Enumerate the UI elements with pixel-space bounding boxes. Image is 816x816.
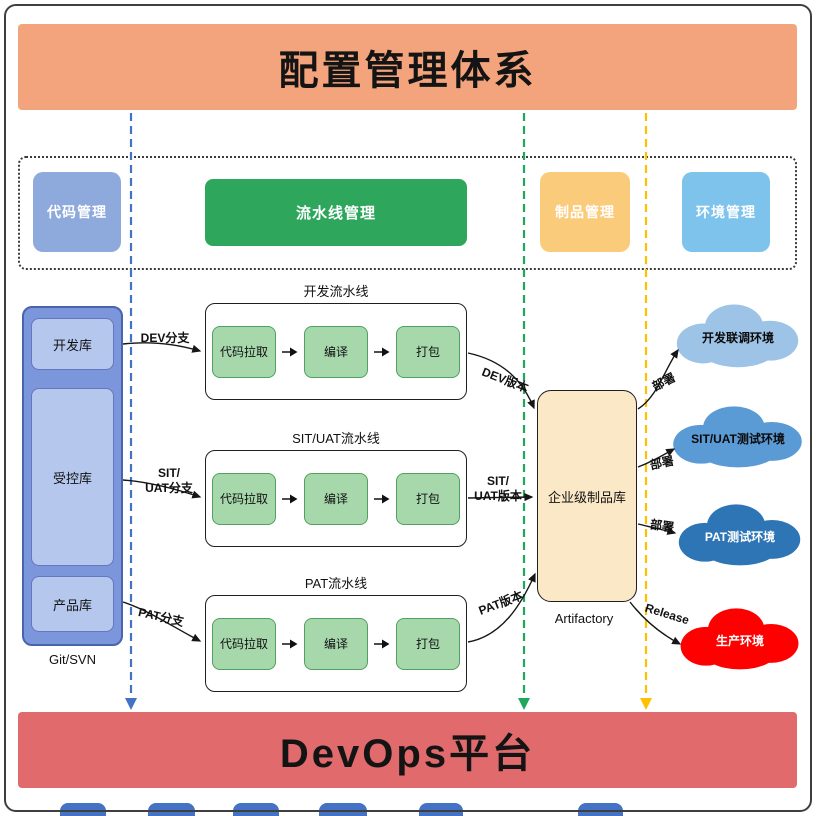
- top-banner: 配置管理体系: [18, 24, 797, 110]
- category-chip-artifact: 制品管理: [540, 172, 630, 252]
- pipeline-dev-step-package: 打包: [396, 325, 460, 378]
- cutoff-shape: [578, 803, 623, 816]
- step-label: 编译: [323, 492, 348, 506]
- artifact-repository: 企业级制品库: [537, 390, 637, 602]
- label-situat-version: SIT/ UAT版本: [474, 474, 522, 503]
- pipeline-situat-step-build: 编译: [304, 472, 368, 525]
- step-label: 代码拉取: [219, 345, 268, 359]
- label-dev-version: DEV版本: [479, 364, 531, 396]
- category-chip-pipeline: 流水线管理: [205, 179, 467, 246]
- label-dev-branch: DEV分支: [140, 331, 190, 345]
- cutoff-shape: [319, 803, 367, 816]
- label-situat-branch: SIT/ UAT分支: [145, 466, 193, 495]
- step-label: 打包: [415, 345, 440, 359]
- step-label: 打包: [415, 492, 440, 506]
- env-cloud-situat-label: SIT/UAT测试环境: [691, 431, 785, 446]
- env-cloud-pat-label: PAT测试环境: [704, 529, 776, 544]
- cloud-icon: [676, 304, 799, 368]
- cloud-icon: [680, 608, 799, 670]
- top-banner-title: 配置管理体系: [278, 49, 537, 93]
- cloud-icon: [678, 504, 801, 566]
- pipeline-situat-step-checkout: 代码拉取: [212, 472, 276, 525]
- lane-code-management-arrowhead: [125, 698, 137, 710]
- pipeline-dev: 代码拉取 编译 打包: [205, 303, 467, 400]
- pipeline-pat-step-package: 打包: [396, 617, 460, 670]
- env-cloud-production: 生产环境: [674, 600, 806, 674]
- pipeline-pat-step-checkout: 代码拉取: [212, 617, 276, 670]
- step-arrow-icon: [282, 494, 298, 503]
- cutoff-shape: [233, 803, 279, 816]
- repo-controlled: 受控库: [31, 388, 114, 566]
- env-cloud-dev: 开发联调环境: [670, 296, 806, 372]
- pipeline-dev-step-build: 编译: [304, 325, 368, 378]
- artifact-repository-label: 企业级制品库: [547, 489, 626, 505]
- env-cloud-dev-label: 开发联调环境: [701, 330, 774, 345]
- pipeline-dev-title: 开发流水线: [303, 284, 369, 299]
- category-chip-code: 代码管理: [33, 172, 121, 252]
- category-chip-environment-label: 环境管理: [696, 204, 756, 220]
- repo-dev: 开发库: [31, 318, 114, 370]
- repo-dev-label: 开发库: [52, 337, 92, 353]
- env-cloud-production-label: 生产环境: [715, 633, 764, 648]
- repo-product-label: 产品库: [52, 597, 92, 613]
- step-arrow-icon: [282, 639, 298, 648]
- pipeline-situat-step-package: 打包: [396, 472, 460, 525]
- step-label: 代码拉取: [219, 637, 268, 651]
- cutoff-shape: [419, 803, 463, 816]
- env-cloud-situat: SIT/UAT测试环境: [666, 398, 810, 472]
- pipeline-situat: 代码拉取 编译 打包: [205, 450, 467, 547]
- category-chip-artifact-label: 制品管理: [555, 204, 615, 220]
- lane-artifact-management-arrowhead: [640, 698, 652, 710]
- bottom-banner-title: DevOps平台: [279, 732, 536, 776]
- bottom-banner: DevOps平台: [18, 712, 797, 788]
- category-chip-environment: 环境管理: [682, 172, 770, 252]
- lane-pipeline-management-arrowhead: [518, 698, 530, 710]
- artifactory-caption: Artifactory: [554, 611, 614, 626]
- cloud-icon: [673, 406, 802, 468]
- env-cloud-pat: PAT测试环境: [672, 496, 808, 570]
- step-label: 编译: [323, 637, 348, 651]
- git-svn-caption: Git/SVN: [49, 652, 96, 667]
- step-label: 代码拉取: [219, 492, 268, 506]
- pipeline-pat: 代码拉取 编译 打包: [205, 595, 467, 692]
- step-arrow-icon: [374, 347, 390, 356]
- label-deploy-dev: 部署: [649, 370, 678, 394]
- category-legend-box: [18, 156, 797, 270]
- pipeline-pat-step-build: 编译: [304, 617, 368, 670]
- step-arrow-icon: [374, 494, 390, 503]
- category-chip-pipeline-label: 流水线管理: [295, 205, 376, 222]
- cutoff-shape: [148, 803, 195, 816]
- label-pat-branch: PAT分支: [137, 604, 186, 630]
- step-label: 打包: [415, 637, 440, 651]
- pipeline-dev-step-checkout: 代码拉取: [212, 325, 276, 378]
- pipeline-situat-title: SIT/UAT流水线: [292, 431, 380, 446]
- repo-product: 产品库: [31, 576, 114, 632]
- repo-controlled-label: 受控库: [52, 470, 92, 486]
- label-pat-version: PAT版本: [476, 588, 525, 618]
- step-label: 编译: [323, 345, 348, 359]
- step-arrow-icon: [282, 347, 298, 356]
- category-chip-code-label: 代码管理: [47, 204, 107, 220]
- pipeline-pat-title: PAT流水线: [304, 576, 368, 591]
- step-arrow-icon: [374, 639, 390, 648]
- cutoff-shape: [60, 803, 106, 816]
